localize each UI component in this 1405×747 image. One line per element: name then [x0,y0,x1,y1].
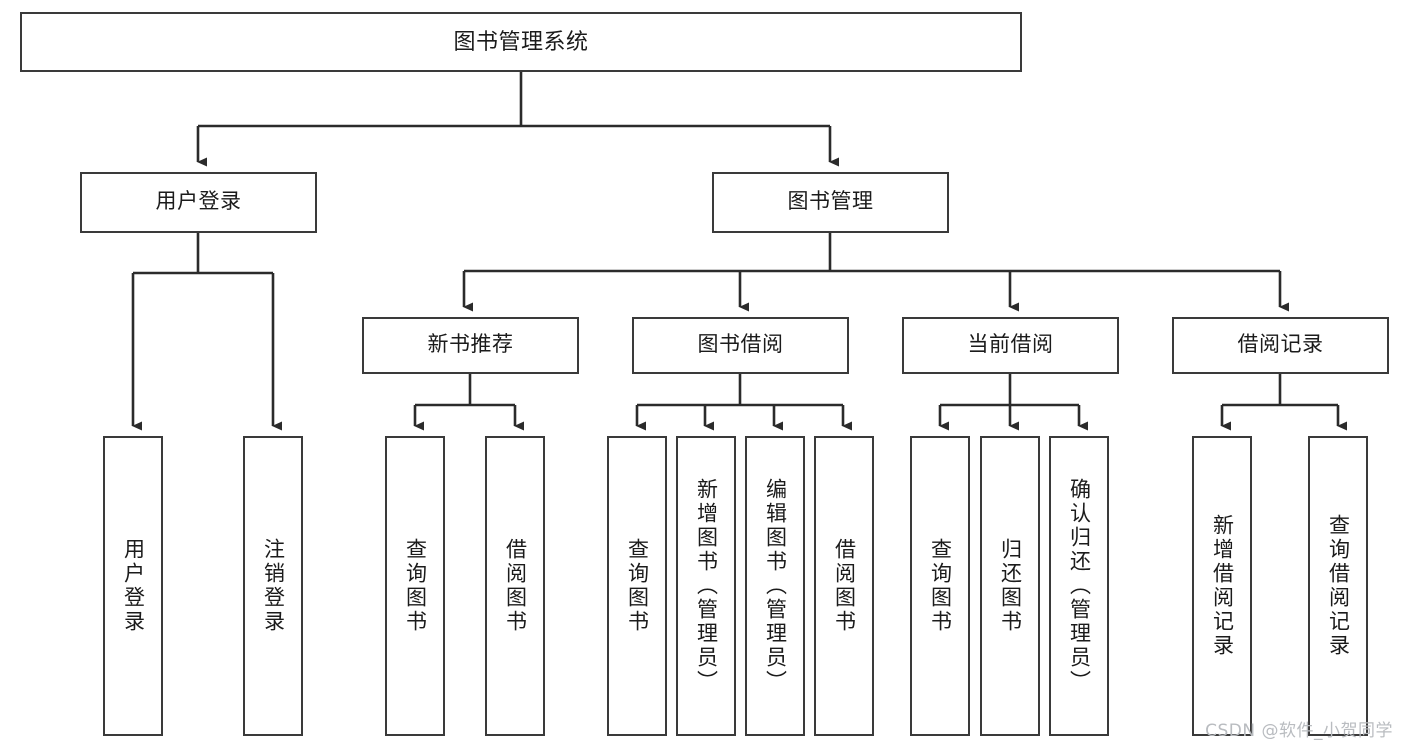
node-label: 图书借阅 [697,333,784,357]
node-leaf-add-book-admin[interactable]: 新增图书（管理员） [676,436,736,736]
node-leaf-logout-login[interactable]: 注销登录 [243,436,303,736]
node-leaf-return-book[interactable]: 归还图书 [980,436,1040,736]
node-book-manage[interactable]: 图书管理 [712,172,949,233]
node-leaf-query-book-recommend[interactable]: 查询图书 [385,436,445,736]
node-leaf-query-book-current[interactable]: 查询图书 [910,436,970,736]
node-label: 当前借阅 [967,333,1054,357]
node-label: 借阅图书 [503,538,527,634]
node-label: 查询图书 [403,538,427,634]
node-root-book-management-system[interactable]: 图书管理系统 [20,12,1022,72]
node-label: 查询图书 [625,538,649,634]
node-user-login[interactable]: 用户登录 [80,172,317,233]
node-borrow-record[interactable]: 借阅记录 [1172,317,1389,374]
node-current-borrow[interactable]: 当前借阅 [902,317,1119,374]
node-leaf-borrow-book-borrow[interactable]: 借阅图书 [814,436,874,736]
node-label: 图书管理 [787,190,874,214]
node-label: 借阅记录 [1237,333,1324,357]
node-label: 编辑图书（管理员） [763,478,787,694]
node-label: 新增图书（管理员） [694,478,718,694]
node-label: 图书管理系统 [453,29,589,55]
node-book-borrow[interactable]: 图书借阅 [632,317,849,374]
node-label: 查询图书 [928,538,952,634]
node-label: 用户登录 [155,190,242,214]
node-label: 确认归还（管理员） [1067,478,1091,694]
node-label: 借阅图书 [832,538,856,634]
node-leaf-edit-book-admin[interactable]: 编辑图书（管理员） [745,436,805,736]
node-leaf-query-borrow-record[interactable]: 查询借阅记录 [1308,436,1368,736]
node-leaf-query-book-borrow[interactable]: 查询图书 [607,436,667,736]
node-label: 归还图书 [998,538,1022,634]
node-label: 用户登录 [121,538,145,634]
node-new-book-recommend[interactable]: 新书推荐 [362,317,579,374]
node-leaf-user-login[interactable]: 用户登录 [103,436,163,736]
watermark-text: CSDN @软件_小贺同学 [1205,721,1393,741]
node-leaf-borrow-book-recommend[interactable]: 借阅图书 [485,436,545,736]
node-leaf-add-borrow-record[interactable]: 新增借阅记录 [1192,436,1252,736]
node-label: 查询借阅记录 [1326,514,1350,658]
node-leaf-confirm-return-admin[interactable]: 确认归还（管理员） [1049,436,1109,736]
node-label: 新书推荐 [427,333,514,357]
node-label: 新增借阅记录 [1210,514,1234,658]
node-label: 注销登录 [261,538,285,634]
